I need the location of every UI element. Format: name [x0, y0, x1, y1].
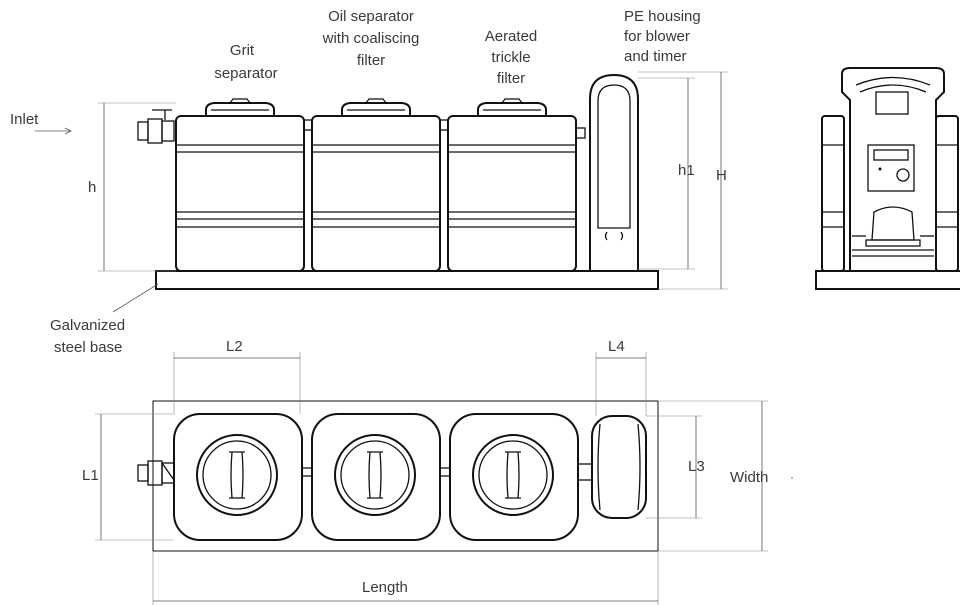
dim-L1-label: L1 — [82, 467, 99, 484]
pe-housing-plan — [591, 415, 647, 519]
aerated-filter-label-1: Aerated — [485, 28, 538, 45]
plan-view: L1 L2 L3 L4 Width — [82, 338, 793, 605]
dim-H — [638, 71, 728, 290]
oil-separator-label-1: Oil separator — [328, 8, 414, 25]
dim-H-label: H — [716, 167, 727, 184]
oil-separator-plan — [311, 413, 441, 541]
oil-separator-label-2: with coaliscing — [322, 30, 420, 47]
side-view: Inlet h h1 H Grit separator Oil separato… — [10, 8, 728, 356]
aerated-trickle-filter-tank-side — [447, 98, 577, 272]
pe-housing-label-3: and timer — [624, 48, 687, 65]
dim-h — [98, 102, 176, 272]
dim-length-label: Length — [362, 579, 408, 596]
grit-separator-label-2: separator — [214, 65, 277, 82]
pe-housing-label-2: for blower — [624, 28, 690, 45]
inlet-fitting-side — [137, 109, 175, 144]
base-leader-line — [112, 283, 159, 313]
steel-base-plan — [152, 400, 659, 552]
oil-separator-tank-side — [311, 98, 441, 272]
dim-h1 — [638, 77, 695, 270]
dim-L3-label: L3 — [688, 458, 705, 475]
dim-length — [152, 551, 659, 605]
dim-L4-label: L4 — [608, 338, 625, 355]
pe-housing-front — [841, 67, 945, 272]
galvanized-base-label-1: Galvanized — [50, 317, 125, 334]
steel-base-end — [815, 270, 960, 290]
galvanized-base-label-2: steel base — [54, 339, 122, 356]
inlet-arrow — [35, 127, 72, 135]
grit-separator-tank-side — [175, 98, 305, 272]
dim-L4 — [595, 352, 647, 416]
aerated-filter-label-3: filter — [497, 70, 525, 87]
pe-housing-side — [589, 73, 639, 272]
dim-L1 — [95, 413, 174, 541]
oil-separator-label-3: filter — [357, 52, 385, 69]
pe-housing-label-1: PE housing — [624, 8, 701, 25]
dim-width — [658, 400, 768, 552]
dim-h-label: h — [88, 179, 96, 196]
dim-L2 — [173, 352, 301, 414]
grit-separator-label-1: Grit — [230, 42, 255, 59]
dim-L2-label: L2 — [226, 338, 243, 355]
end-view — [815, 67, 960, 290]
dim-L3 — [646, 415, 702, 519]
dim-h1-label: h1 — [678, 162, 695, 179]
inlet-fitting-plan — [137, 460, 177, 486]
stray-dot — [791, 477, 793, 479]
aerated-filter-label-2: trickle — [491, 49, 530, 66]
aerated-filter-plan — [449, 413, 579, 541]
inlet-label: Inlet — [10, 111, 39, 128]
grit-separator-plan — [173, 413, 303, 541]
dim-width-label: Width — [730, 469, 768, 486]
steel-base-side — [155, 270, 659, 290]
